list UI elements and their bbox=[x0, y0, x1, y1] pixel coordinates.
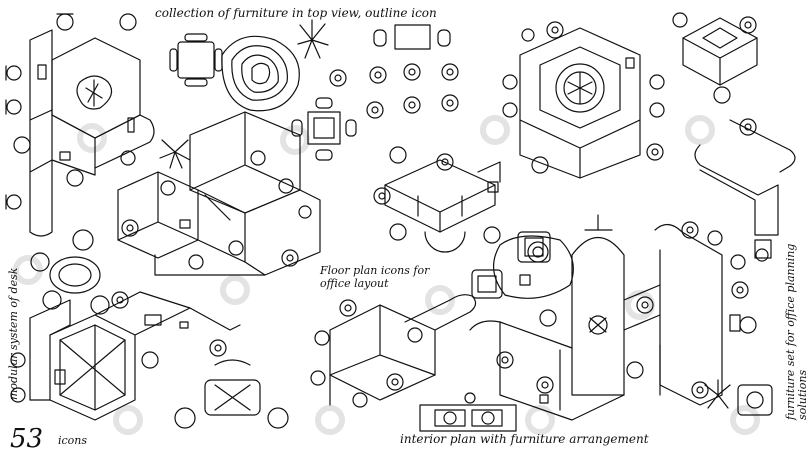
cube-desk-top-right bbox=[673, 13, 757, 103]
right-l-desk bbox=[695, 119, 795, 261]
desk-with-chairs-top bbox=[374, 25, 450, 49]
square-table-chairs bbox=[170, 34, 222, 86]
bottom-left-desk bbox=[11, 292, 240, 420]
collection-title: collection of furniture in top view, out… bbox=[155, 6, 437, 20]
isometric-cubicles bbox=[118, 112, 320, 275]
modular-desk-left bbox=[30, 30, 154, 236]
icon-count-number: 53 bbox=[10, 424, 44, 454]
armchair-rug bbox=[472, 232, 573, 298]
plant-small bbox=[160, 140, 190, 168]
oval-table bbox=[31, 230, 109, 314]
icon-count-label: icons bbox=[58, 434, 88, 447]
bottom-center-desk bbox=[311, 295, 476, 407]
table-four-chairs bbox=[292, 98, 356, 160]
modular-caption: modular system of desk bbox=[7, 267, 20, 400]
plant-topview bbox=[298, 20, 328, 58]
interior-caption: interior plan with furniture arrangement bbox=[400, 432, 649, 446]
plant-bottom-right bbox=[705, 380, 772, 415]
right-hex-desk bbox=[503, 22, 664, 178]
round-rug bbox=[222, 36, 299, 110]
sofa-bottom bbox=[175, 360, 288, 428]
chairs-left bbox=[6, 14, 136, 209]
furniture-set-caption: furniture set for office planning soluti… bbox=[784, 243, 809, 420]
people-icons bbox=[330, 64, 458, 118]
floor-plan-caption: Floor plan icons for office layout bbox=[320, 264, 430, 290]
center-hex-desk bbox=[374, 147, 500, 252]
interior-desk-complex bbox=[470, 215, 756, 420]
meeting-table-bottom bbox=[420, 393, 516, 431]
